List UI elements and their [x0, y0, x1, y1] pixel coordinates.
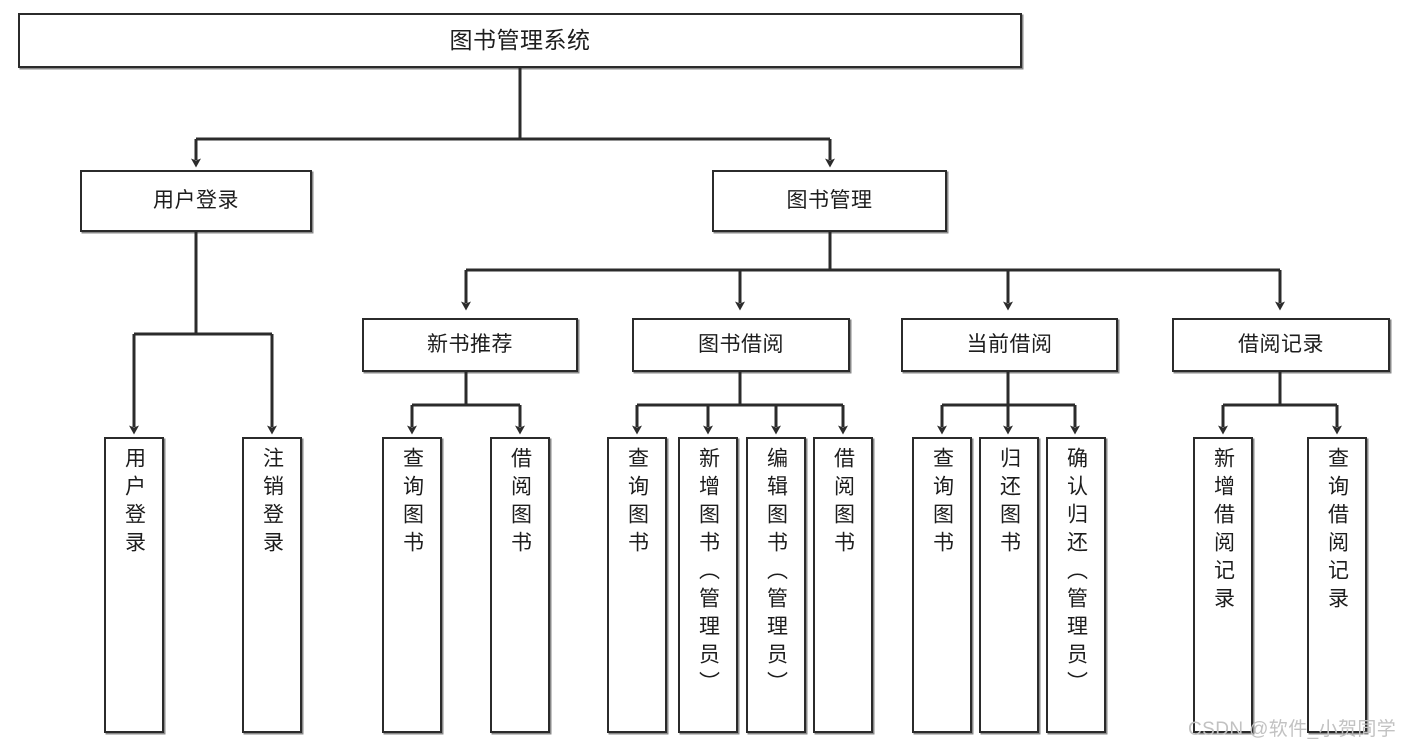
node-label: 查询图书	[400, 447, 424, 559]
node-leaf-query-book-1[interactable]: 查询图书	[382, 437, 442, 733]
node-leaf-add-book[interactable]: 新增图书（管理员）	[678, 437, 738, 733]
node-leaf-add-record[interactable]: 新增借阅记录	[1193, 437, 1253, 733]
node-label: 借阅记录	[1238, 332, 1324, 356]
node-label: 图书借阅	[698, 332, 784, 356]
node-label: 归还图书	[997, 447, 1021, 559]
node-book-management[interactable]: 图书管理	[712, 170, 947, 232]
node-label: 确认归还（管理员）	[1064, 447, 1088, 699]
node-label: 借阅图书	[831, 447, 855, 559]
node-leaf-logout[interactable]: 注销登录	[242, 437, 302, 733]
node-new-book-recommend[interactable]: 新书推荐	[362, 318, 578, 372]
node-leaf-query-record[interactable]: 查询借阅记录	[1307, 437, 1367, 733]
node-root-book-management-system[interactable]: 图书管理系统	[18, 13, 1022, 68]
node-label: 图书管理	[786, 188, 873, 212]
node-label: 新增图书（管理员）	[696, 447, 720, 699]
node-leaf-borrow-book-2[interactable]: 借阅图书	[813, 437, 873, 733]
node-label: 查询借阅记录	[1325, 447, 1349, 615]
node-label: 用户登录	[122, 447, 146, 559]
node-user-login[interactable]: 用户登录	[80, 170, 312, 232]
node-leaf-query-book-3[interactable]: 查询图书	[912, 437, 972, 733]
node-leaf-return-book[interactable]: 归还图书	[979, 437, 1039, 733]
csdn-watermark: CSDN @软件_小贺同学	[1188, 719, 1397, 740]
node-label: 用户登录	[153, 188, 239, 212]
node-leaf-user-login[interactable]: 用户登录	[104, 437, 164, 733]
node-label: 新书推荐	[427, 332, 513, 356]
node-label: 注销登录	[260, 447, 284, 559]
node-leaf-query-book-2[interactable]: 查询图书	[607, 437, 667, 733]
node-label: 借阅图书	[508, 447, 532, 559]
node-book-borrow[interactable]: 图书借阅	[632, 318, 850, 372]
node-label: 图书管理系统	[449, 26, 591, 53]
node-current-borrow[interactable]: 当前借阅	[901, 318, 1118, 372]
node-leaf-edit-book[interactable]: 编辑图书（管理员）	[746, 437, 806, 733]
node-leaf-borrow-book-1[interactable]: 借阅图书	[490, 437, 550, 733]
node-borrow-record[interactable]: 借阅记录	[1172, 318, 1390, 372]
node-leaf-confirm-return[interactable]: 确认归还（管理员）	[1046, 437, 1106, 733]
node-label: 编辑图书（管理员）	[764, 447, 788, 699]
node-label: 查询图书	[625, 447, 649, 559]
node-label: 查询图书	[930, 447, 954, 559]
node-label: 当前借阅	[966, 332, 1053, 356]
node-label: 新增借阅记录	[1211, 447, 1235, 615]
